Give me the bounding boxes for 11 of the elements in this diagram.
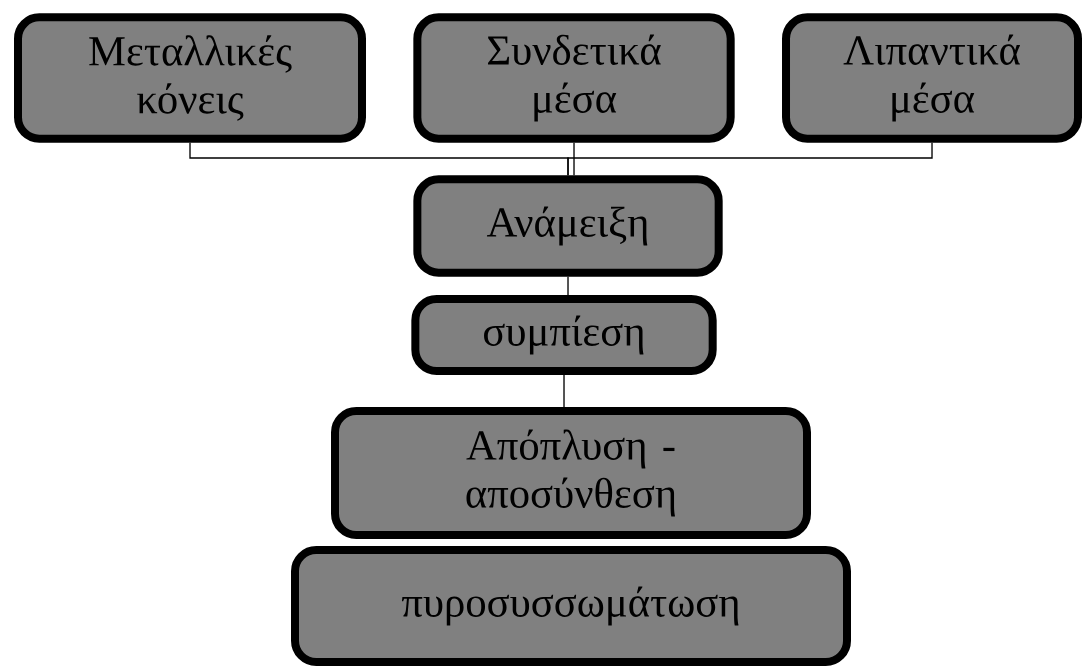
process-box: συμπίεση bbox=[411, 295, 717, 375]
process-box: Συνδετικά μέσα bbox=[413, 13, 735, 143]
connector-line bbox=[563, 374, 565, 408]
connector-line bbox=[573, 142, 575, 176]
process-box: Ανάμειξη bbox=[413, 175, 723, 277]
process-box: πυροσυσσωμάτωση bbox=[291, 546, 851, 666]
connector-line bbox=[567, 142, 933, 176]
process-box: Λιπαντικά μέσα bbox=[782, 13, 1082, 143]
connector-line bbox=[567, 276, 569, 296]
process-box: Μεταλλικές κόνεις bbox=[14, 13, 366, 143]
process-box: Απόπλυση - αποσύνθεση bbox=[331, 407, 811, 539]
